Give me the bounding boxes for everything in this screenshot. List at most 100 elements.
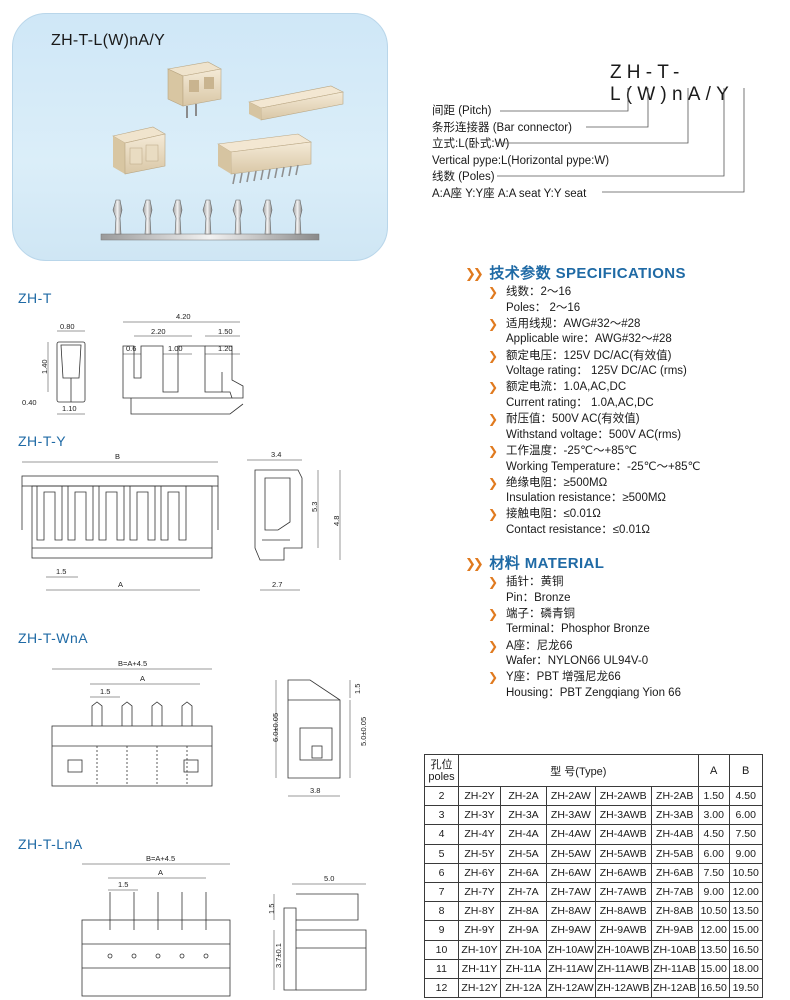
legend-line: 间距 (Pitch) (432, 105, 492, 117)
table-cell: 4.50 (728, 785, 763, 807)
table-cell: 6.00 (697, 843, 730, 864)
dim-60: 6.0±0.05 (271, 713, 280, 742)
table-cell: ZH-9A (500, 920, 547, 941)
table-cell: 5 (424, 843, 459, 864)
table-cell: 2 (424, 785, 459, 807)
table-cell: 9.00 (697, 881, 730, 903)
photo-long-connector-b (217, 133, 312, 185)
photo-title: ZH-T-L(W)nA/Y (51, 32, 166, 49)
table-cell: ZH-7Y (458, 881, 501, 903)
table-cell: ZH-11Y (458, 958, 501, 979)
drawing-zh-t-wna-front: B=A+4.5 A 1.5 (51, 659, 213, 787)
double-chevron-icon: ❯❯ (465, 556, 484, 571)
spec-heading-en: SPECIFICATIONS (555, 265, 686, 282)
connector-photo (100, 61, 344, 241)
legend-line: 线数 (Poles) (432, 171, 495, 183)
table-cell: ZH-8AW (546, 901, 596, 922)
legend-line: A:A座 Y:Y座 A:A seat Y:Y seat (432, 187, 587, 200)
table-cell: ZH-12AB (650, 977, 699, 999)
table-cell: 10.50 (728, 862, 763, 883)
table-cell: 8 (424, 901, 459, 922)
table-cell: ZH-6Y (458, 862, 501, 883)
table-cell: 12.00 (728, 881, 763, 903)
legend-line: Vertical pype:L(Horizontal pype:W) (432, 154, 610, 167)
table-cell: ZH-10A (500, 939, 547, 960)
dim-50: 5.0 (324, 874, 334, 883)
spec-item: ❯耐压值：500V AC(有效值)Withstand voltage：500V … (488, 412, 682, 441)
table-cell: ZH-9Y (458, 920, 501, 941)
specifications-heading: ❯❯ 技术参数 SPECIFICATIONS (465, 262, 686, 283)
dim-15b: 1.5 (267, 904, 276, 914)
dim-100: 1.00 (168, 344, 183, 353)
spec-heading-cn: 技术参数 (489, 265, 551, 282)
table-cell: ZH-4Y (458, 824, 501, 845)
dim-15: 1.5 (118, 880, 128, 889)
table-cell: ZH-6AB (650, 862, 699, 883)
table-cell: ZH-4AW (546, 824, 596, 845)
table-cell: 9.00 (728, 843, 763, 864)
table-cell: 11 (424, 958, 459, 979)
dim-110: 1.10 (62, 404, 77, 413)
table-cell: ZH-11AW (546, 958, 596, 979)
table-cell: ZH-2AWB (594, 785, 652, 807)
table-cell: 7.50 (697, 862, 730, 883)
dim-34: 3.4 (271, 450, 281, 459)
table-cell: ZH-4A (500, 824, 547, 845)
drawing-zh-t-pin: 0.80 1.40 0.40 1.10 (22, 322, 86, 415)
dim-15b: 1.5 (353, 684, 362, 694)
drawing-zh-t-lna-front: B=A+4.5 A 1.5 (81, 854, 231, 997)
table-cell: ZH-3AWB (594, 805, 652, 826)
dim-06: 0.6 (126, 344, 136, 353)
chevron-right-icon: ❯ (488, 638, 499, 653)
table-cell: ZH-10Y (458, 939, 501, 960)
table-cell: ZH-9AWB (594, 920, 652, 941)
dim-a: A (158, 868, 163, 877)
dim-420: 4.20 (176, 312, 191, 321)
table-cell: ZH-11AB (650, 958, 699, 979)
chevron-right-icon: ❯ (488, 348, 499, 363)
table-cell: ZH-7AB (650, 881, 699, 903)
section-label-zh-t-lna: ZH-T-LnA (18, 836, 83, 852)
table-cell: ZH-8AB (650, 901, 699, 922)
drawing-zh-t-wna-side: 6.0±0.05 5.0±0.05 1.5 3.8 (271, 679, 368, 797)
chevron-right-icon: ❯ (488, 507, 499, 522)
dim-b: B=A+4.5 (146, 854, 175, 863)
drawing-zh-t-y-side: 3.4 5.3 4.8 2.7 (247, 450, 341, 591)
table-cell: ZH-8A (500, 901, 547, 922)
chevron-right-icon: ❯ (488, 380, 499, 395)
table-cell: 9 (424, 920, 459, 941)
dim-a: A (140, 674, 145, 683)
table-cell: ZH-3A (500, 805, 547, 826)
table-cell: ZH-2Y (458, 785, 501, 807)
table-cell: ZH-6A (500, 862, 547, 883)
product-photo-panel: ZH-T-L(W)nA/Y (12, 13, 388, 261)
double-chevron-icon: ❯❯ (465, 266, 484, 281)
dim-15: 1.5 (56, 567, 66, 576)
dim-120: 1.20 (218, 344, 233, 353)
dim-b: B=A+4.5 (118, 659, 147, 668)
table-cell: 16.50 (728, 939, 763, 960)
dim-080: 0.80 (60, 322, 75, 331)
table-cell: ZH-10AB (650, 939, 699, 960)
table-cell: ZH-5A (500, 843, 547, 864)
table-cell: 3 (424, 805, 459, 826)
table-cell: 10.50 (697, 901, 730, 922)
table-cell: ZH-12AWB (594, 977, 652, 999)
dim-040: 0.40 (22, 398, 37, 407)
chevron-right-icon: ❯ (488, 606, 499, 621)
photo-terminal-strip (100, 199, 320, 241)
table-cell: 13.50 (697, 939, 730, 960)
